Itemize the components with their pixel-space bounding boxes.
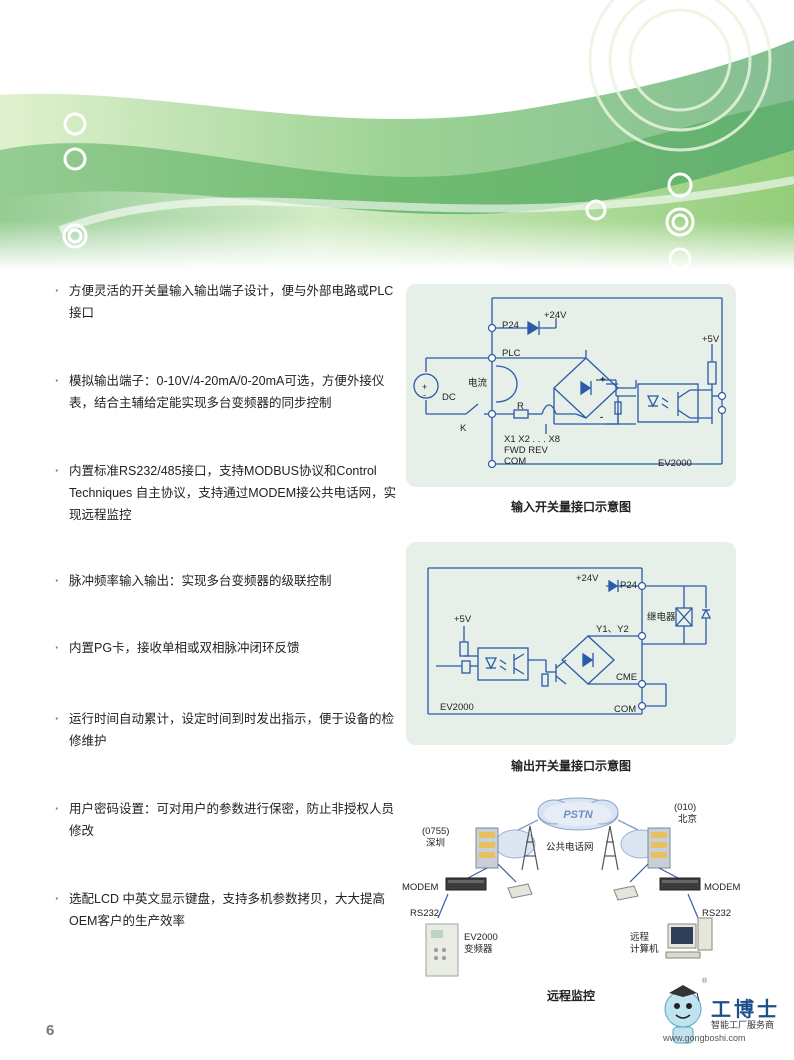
inverter-sub: 变频器 [464, 943, 493, 955]
rs232-left-label: RS232 [410, 908, 439, 919]
output-diagram-caption: 输出开关量接口示意图 [510, 759, 631, 773]
x-terminals-label: X1 X2 . . . X8 [504, 434, 560, 445]
feature-text: 用户密码设置：可对用户的参数进行保密，防止非授权人员修改 [69, 802, 395, 838]
dc-minus-sign: - [423, 390, 426, 400]
inverter-model: EV2000 [464, 932, 498, 943]
plc-label: PLC [502, 348, 521, 359]
p24-label: P24 [502, 320, 519, 331]
registered-mark: ® [702, 977, 708, 985]
dc-plus-sign: + [422, 382, 427, 392]
remote-caption: 远程监控 [546, 989, 595, 1003]
bullet-dot: · [55, 802, 60, 816]
cme-label: CME [616, 672, 637, 683]
input-diagram-caption: 输入开关量接口示意图 [510, 500, 631, 514]
minus-label: - [600, 412, 603, 423]
remote-monitoring-diagram: PSTN (0755) 深圳 (010) 北京 公共电话网 [402, 797, 741, 977]
bullet-dot: · [55, 574, 60, 588]
page-number: 6 [46, 1022, 55, 1039]
bullet-dot: · [55, 284, 60, 298]
model-label: EV2000 [440, 702, 474, 713]
current-label: 电流 [468, 377, 488, 389]
modem-left-icon [445, 877, 487, 891]
right-city: 北京 [678, 813, 697, 825]
output-diagram: +24V P24 继电器 +5V Y1、Y2 CME COM EV2000 [427, 567, 712, 715]
feature-text: 选配LCD 中英文显示键盘，支持多机参数拷贝，大大提高 OEM客户的生产效率 [69, 892, 385, 928]
bullet-dot: · [55, 712, 60, 726]
feature-item: · 用户密码设置：可对用户的参数进行保密，防止非授权人员修改 [55, 798, 400, 842]
modem-right-icon [659, 877, 701, 891]
bullet-dot: · [55, 374, 60, 388]
tower-left-icon [521, 825, 539, 871]
company-logo: ® 工博士 智能工厂服务商 www.gongboshi.com [655, 975, 790, 1055]
feature-text: 模拟输出端子：0-10V/4-20mA/0-20mA可选，方便外接仪表，结合主辅… [69, 374, 385, 410]
feature-item: · 内置标准RS232/485接口，支持MODBUS协议和Control Tec… [55, 460, 400, 526]
input-diagram-panel: P24 +24V +5V PLC DC 电流 K R X1 X2 . . . X… [406, 284, 736, 487]
right-area-code: (010) [674, 802, 696, 813]
feature-text: 内置PG卡，接收单相或双相脉冲闭环反馈 [69, 641, 300, 655]
logo-name: 工博士 [711, 997, 780, 1021]
phone-left-icon [507, 883, 533, 899]
tower-right-icon [601, 825, 619, 871]
feature-text: 方便灵活的开关量输入输出端子设计，便与外部电路或PLC接口 [69, 284, 394, 320]
exchange-right-icon [647, 827, 671, 869]
feature-item: · 内置PG卡，接收单相或双相脉冲闭环反馈 [55, 637, 400, 659]
left-city: 深圳 [426, 838, 445, 849]
logo-url: www.gongboshi.com [663, 1033, 746, 1043]
computer-icon [665, 917, 713, 959]
computer-label-1: 远程 [630, 932, 650, 943]
plus-label: + [600, 374, 606, 385]
model-label: EV2000 [658, 458, 692, 469]
dc-label: DC [442, 392, 456, 403]
v24-label: +24V [576, 573, 599, 584]
output-diagram-panel: +24V P24 继电器 +5V Y1、Y2 CME COM EV2000 [406, 542, 736, 745]
header-banner [0, 0, 794, 270]
com-label: COM [504, 456, 526, 467]
phone-right-icon [613, 885, 639, 901]
feature-item: · 方便灵活的开关量输入输出端子设计，便与外部电路或PLC接口 [55, 280, 400, 324]
pstn-label: PSTN [563, 809, 593, 821]
modem-right-label: MODEM [704, 882, 741, 893]
r-label: R [517, 401, 524, 412]
feature-text: 运行时间自动累计，设定时间到时发出指示，便于设备的检修维护 [69, 712, 395, 748]
v5-label: +5V [702, 334, 720, 345]
left-area-code: (0755) [422, 826, 449, 837]
network-label: 公共电话网 [546, 841, 594, 853]
feature-item: · 运行时间自动累计，设定时间到时发出指示，便于设备的检修维护 [55, 708, 400, 752]
feature-item: · 脉冲频率输入输出：实现多台变频器的级联控制 [55, 570, 400, 592]
fwd-rev-label: FWD REV [504, 445, 548, 456]
exchange-left-icon [475, 827, 499, 869]
bullet-dot: · [55, 892, 60, 906]
computer-label-2: 计算机 [630, 943, 659, 955]
feature-item: · 选配LCD 中英文显示键盘，支持多机参数拷贝，大大提高 OEM客户的生产效率 [55, 888, 400, 932]
feature-text: 脉冲频率输入输出：实现多台变频器的级联控制 [69, 574, 332, 588]
relay-label: 继电器 [647, 611, 676, 623]
feature-item: · 模拟输出端子：0-10V/4-20mA/0-20mA可选，方便外接仪表，结合… [55, 370, 400, 414]
k-label: K [460, 423, 467, 434]
inverter-icon [425, 923, 459, 977]
mascot-icon: ® [664, 977, 708, 1044]
v5-label: +5V [454, 614, 472, 625]
pstn-cloud-icon: PSTN [537, 797, 619, 831]
v24-label: +24V [544, 310, 567, 321]
input-diagram: P24 +24V +5V PLC DC 电流 K R X1 X2 . . . X… [413, 297, 727, 469]
bullet-dot: · [55, 641, 60, 655]
rs232-right-label: RS232 [702, 908, 731, 919]
modem-left-label: MODEM [402, 882, 439, 893]
bullet-dot: · [55, 464, 60, 478]
com-label: COM [614, 704, 636, 715]
logo-tagline: 智能工厂服务商 [711, 1020, 775, 1030]
y-terminals-label: Y1、Y2 [596, 624, 629, 635]
feature-text: 内置标准RS232/485接口，支持MODBUS协议和Control Techn… [69, 464, 397, 522]
p24-label: P24 [620, 580, 637, 591]
